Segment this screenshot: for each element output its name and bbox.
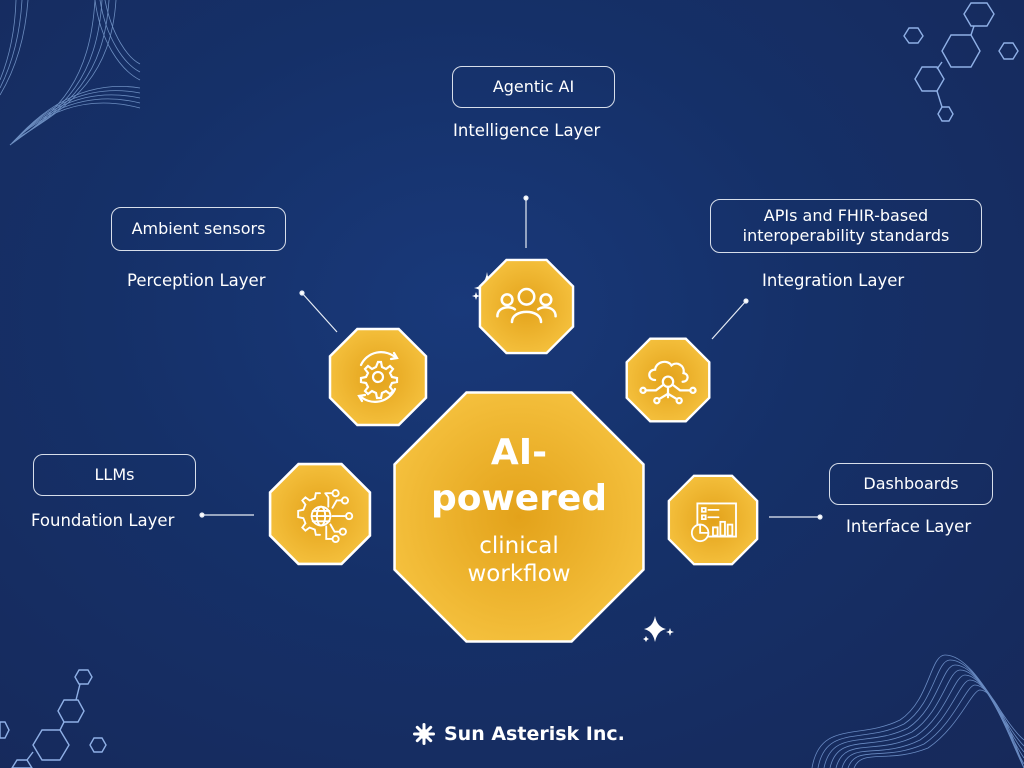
- octagon-integration: [625, 337, 711, 423]
- octagon-perception: [328, 327, 428, 427]
- tool-label: Agentic AI: [492, 77, 575, 96]
- tool-label-line2: interoperability standards: [742, 226, 950, 245]
- tool-label-line1: APIs and FHIR-based: [763, 206, 929, 225]
- center-title-line2: powered: [430, 478, 608, 519]
- tool-label: Dashboards: [863, 474, 959, 493]
- gear-globe-circuit-icon: [297, 489, 354, 544]
- asterisk-logo-icon: [413, 723, 435, 745]
- hexagon-molecule-top-right-icon: [903, 2, 1019, 122]
- layer-label-integration: Integration Layer: [762, 271, 905, 290]
- center-octagon: [393, 391, 645, 643]
- wave-lines-bottom-right-icon: [811, 654, 1024, 768]
- brand-footer: Sun Asterisk Inc.: [412, 722, 625, 746]
- layer-label-interface: Interface Layer: [846, 517, 972, 536]
- wave-lines-top-left-icon: [0, 0, 141, 146]
- center-subtitle-line1: clinical: [479, 533, 559, 559]
- people-group-icon: [496, 287, 557, 324]
- layer-label-intelligence: Intelligence Layer: [453, 121, 601, 140]
- brand-name: Sun Asterisk Inc.: [444, 723, 625, 745]
- octagon-intelligence: [478, 258, 575, 355]
- layer-label-foundation: Foundation Layer: [31, 511, 175, 530]
- tool-pill-agentic-ai: Agentic AI: [452, 66, 615, 108]
- layer-label-perception: Perception Layer: [127, 271, 266, 290]
- connector-lines: [199, 195, 823, 520]
- tool-pill-ambient-sensors: Ambient sensors: [111, 207, 286, 251]
- tool-label: Ambient sensors: [131, 219, 266, 238]
- center-title: AI- powered clinical workflow: [392, 430, 646, 588]
- tool-pill-dashboards: Dashboards: [829, 463, 993, 505]
- cloud-network-icon: [639, 360, 697, 405]
- center-title-line1: AI-: [490, 432, 548, 473]
- tool-pill-apis-fhir: APIs and FHIR-based interoperability sta…: [710, 199, 982, 253]
- hexagon-molecule-bottom-left-icon: [0, 669, 107, 768]
- tool-pill-llms: LLMs: [33, 454, 196, 496]
- gear-cycle-icon: [357, 351, 399, 403]
- octagon-interface: [667, 474, 759, 566]
- dashboard-chart-icon: [690, 502, 737, 543]
- tool-label: LLMs: [94, 465, 135, 484]
- octagon-foundation: [268, 462, 372, 566]
- center-subtitle-line2: workflow: [467, 561, 571, 587]
